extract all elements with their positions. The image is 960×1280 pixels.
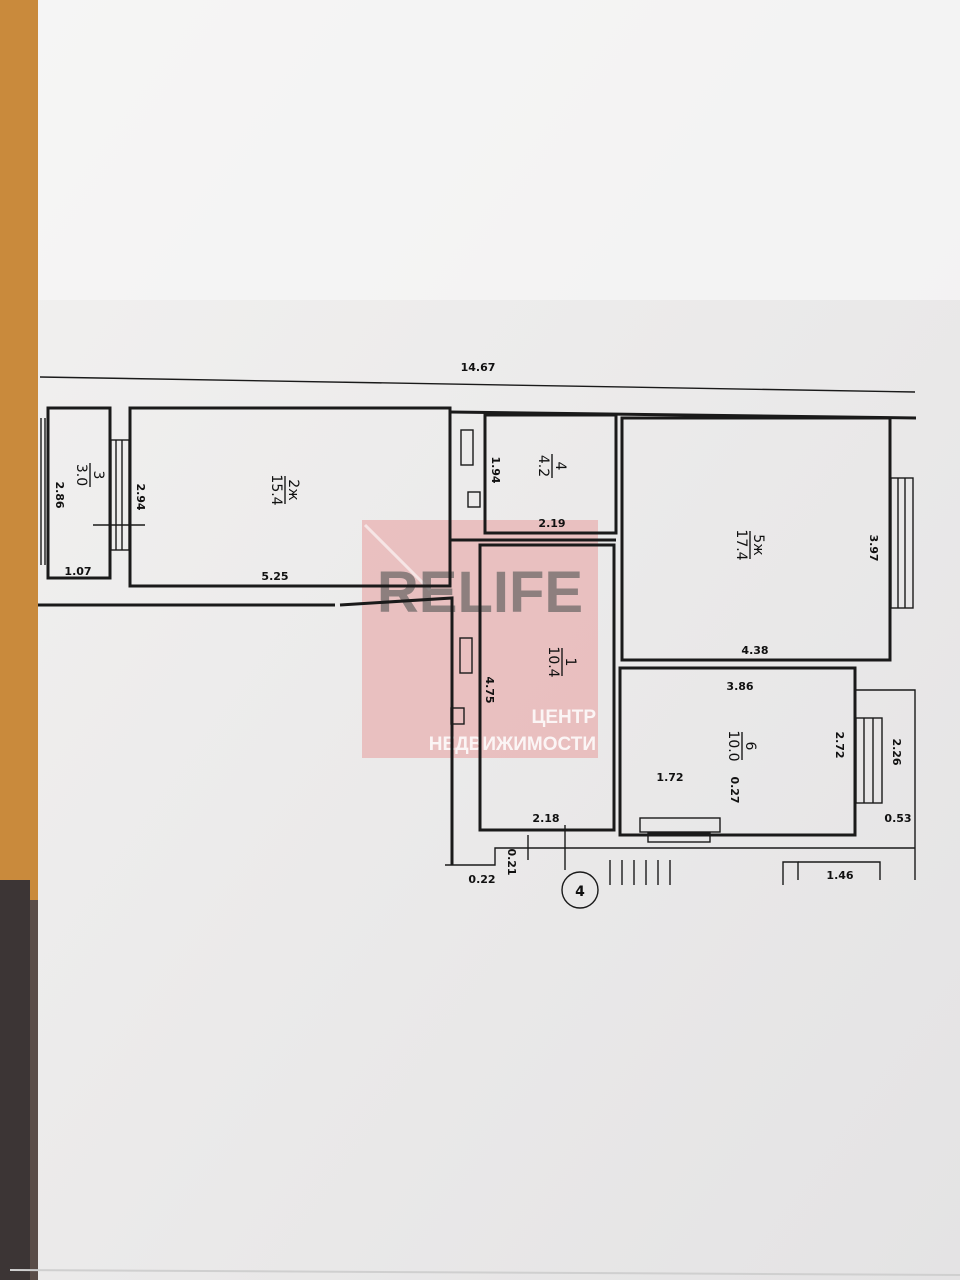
- stair-area: 4: [445, 825, 915, 909]
- dim-label: 1.94: [489, 456, 502, 483]
- dim-label: 3.97: [867, 534, 880, 561]
- room-number: 1: [562, 658, 578, 667]
- dim-label: 2.86: [53, 481, 66, 508]
- room-4: 4 4.2 1.94 2.19: [483, 413, 618, 535]
- room-1: 1 10.4 4.75 2.18: [478, 543, 616, 832]
- stair-marker: 4: [575, 884, 585, 900]
- room-area: 10.4: [545, 646, 561, 677]
- room-number: 2ж: [285, 479, 301, 501]
- room-number: 5ж: [750, 534, 766, 556]
- dark-corner: [0, 880, 30, 1280]
- dim-label: 0.22: [468, 873, 495, 886]
- dim-label: 4.38: [741, 644, 768, 657]
- dim-label: 0.53: [884, 812, 911, 825]
- room-6: 6 10.0 3.86 2.72 1.72 0.27: [618, 666, 916, 880]
- dim-label: 2.94: [134, 483, 147, 510]
- dim-label: 1.07: [64, 565, 91, 578]
- room-2: 2ж 15.4 2.94 5.25: [128, 406, 452, 588]
- light-glare: [38, 0, 960, 300]
- dim-label: 2.19: [538, 517, 565, 530]
- overall-width-label: 14.67: [461, 361, 496, 374]
- room-area: 10.0: [725, 730, 741, 761]
- paper-edge: [9, 1269, 960, 1276]
- room-number: 4: [552, 462, 568, 471]
- dim-label: 0.27: [728, 776, 741, 803]
- wood-edge: [0, 0, 45, 900]
- room-area: 15.4: [268, 474, 284, 505]
- dim-label: 1.72: [656, 771, 683, 784]
- room-area: 17.4: [733, 529, 749, 560]
- dim-label: 2.18: [532, 812, 559, 825]
- room-area: 4.2: [535, 455, 551, 477]
- dim-label: 4.75: [483, 676, 496, 703]
- watermark-line1: ЦЕНТР: [531, 707, 596, 728]
- room-3: 3 3.0 2.86 1.07: [40, 406, 145, 580]
- dim-label: 3.86: [726, 680, 753, 693]
- room-area: 3.0: [73, 464, 89, 486]
- room-number: 6: [742, 742, 758, 751]
- dim-label: 1.46: [826, 869, 853, 882]
- room-number: 3: [90, 471, 106, 480]
- dimension-line: [39, 376, 916, 393]
- dim-label: 2.26: [890, 738, 903, 765]
- room-5: 5ж 17.4 3.97 4.38: [620, 416, 914, 662]
- dim-label: 5.25: [261, 570, 288, 583]
- watermark-line2: НЕДВИЖИМОСТИ: [429, 734, 596, 755]
- dim-label: 2.72: [833, 731, 846, 758]
- dim-label: 0.21: [505, 848, 518, 875]
